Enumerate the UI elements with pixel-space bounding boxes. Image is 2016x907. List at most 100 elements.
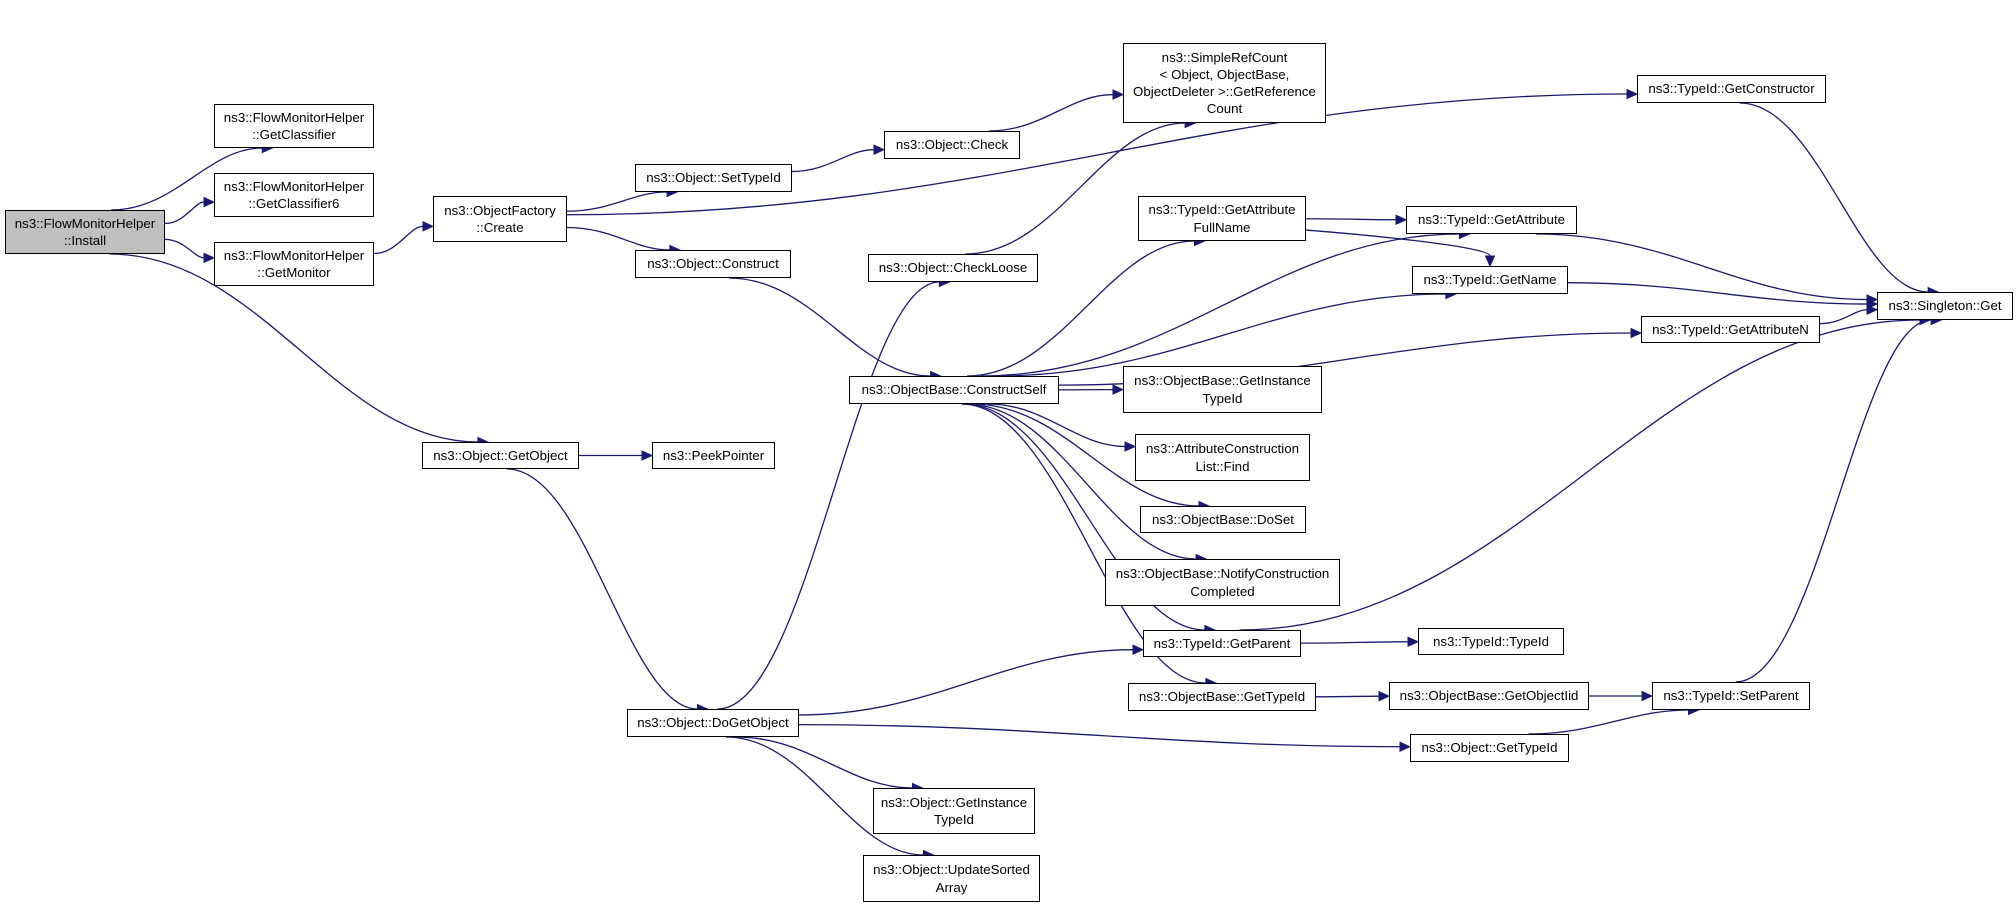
node-peekpointer[interactable]: ns3::PeekPointer (652, 442, 775, 469)
node-label-line: ns3::TypeId::GetName (1423, 272, 1557, 288)
node-getmonitor[interactable]: ns3::FlowMonitorHelper::GetMonitor (214, 242, 374, 286)
node-doset[interactable]: ns3::ObjectBase::DoSet (1140, 506, 1306, 533)
node-dogetobject[interactable]: ns3::Object::DoGetObject (627, 709, 799, 737)
node-construct[interactable]: ns3::Object::Construct (635, 250, 791, 278)
node-constructself[interactable]: ns3::ObjectBase::ConstructSelf (849, 376, 1059, 404)
node-label-line: ns3::Object::Check (895, 137, 1009, 153)
edge-install-to-getclassifier6 (164, 201, 205, 225)
edge-getparent-to-singleton-get (1239, 319, 1921, 631)
arrowhead (1124, 441, 1137, 452)
edge-constructself-to-attrconstruction-find (987, 403, 1126, 448)
node-getattributen[interactable]: ns3::TypeId::GetAttributeN (1641, 316, 1820, 343)
node-label-line: ns3::ObjectBase::GetObjectIid (1399, 688, 1579, 704)
arrowhead (1641, 690, 1654, 702)
node-label-line: ns3::Object::CheckLoose (878, 260, 1028, 276)
arrowhead (1630, 327, 1643, 339)
edge-setparent-to-singleton-get (1735, 319, 1932, 683)
edge-factory-create-to-construct (566, 226, 670, 251)
node-obj-gettypeid[interactable]: ns3::Object::GetTypeId (1410, 734, 1569, 762)
arrowhead (422, 221, 435, 232)
arrowhead (203, 196, 216, 208)
arrowhead (1112, 89, 1125, 100)
node-label-line: ns3::Object::GetInstance (880, 794, 1028, 810)
node-getobject[interactable]: ns3::Object::GetObject (422, 442, 579, 469)
node-label-line: ns3::Object::Construct (647, 256, 779, 272)
node-label-line: ns3::ObjectBase::ConstructSelf (861, 382, 1047, 398)
node-typeid-ctor[interactable]: ns3::TypeId::TypeId (1418, 628, 1564, 655)
node-label-line: ::GetClassifier6 (248, 196, 340, 211)
node-label-line: ns3::TypeId::GetAttribute (1417, 212, 1566, 228)
node-label-line: ns3::ObjectBase::NotifyConstruction (1115, 566, 1330, 582)
node-label-line: < Object, ObjectBase, (1159, 66, 1290, 82)
node-label-line: Array (935, 879, 968, 895)
arrowhead (203, 252, 216, 264)
edge-constructself-to-doset (971, 403, 1199, 507)
edge-constructself-to-notifyconstruction (965, 403, 1197, 560)
node-check[interactable]: ns3::Object::Check (884, 131, 1020, 159)
node-label-line: ns3::SimpleRefCount (1161, 49, 1288, 65)
arrowhead (873, 144, 886, 155)
node-label-line: ns3::PeekPointer (662, 447, 765, 463)
node-label-line: ns3::FlowMonitorHelper (223, 109, 365, 125)
node-label-line: ns3::TypeId::SetParent (1663, 688, 1799, 704)
node-getconstructor[interactable]: ns3::TypeId::GetConstructor (1637, 75, 1826, 103)
node-label-line: ns3::FlowMonitorHelper (14, 215, 156, 231)
node-label-line: ::GetClassifier (252, 127, 336, 142)
node-label-line: TypeId (1202, 390, 1243, 406)
edge-getname-to-singleton-get (1567, 282, 1868, 305)
edge-factory-create-to-settypeid (566, 191, 668, 212)
node-label-line: ns3::TypeId::GetParent (1153, 635, 1291, 651)
arrowhead (1132, 644, 1145, 655)
edge-dogetobject-to-obj-gettypeid (798, 724, 1401, 748)
node-label-line: ns3::Object::GetObject (433, 447, 568, 463)
node-label-line: Completed (1190, 583, 1255, 599)
node-getobjectiid[interactable]: ns3::ObjectBase::GetObjectIid (1389, 682, 1589, 710)
edge-ob-gettypeid-to-getobjectiid (1315, 695, 1380, 698)
node-settypeid[interactable]: ns3::Object::SetTypeId (635, 164, 792, 192)
node-getclassifier[interactable]: ns3::FlowMonitorHelper::GetClassifier (214, 104, 374, 148)
node-label-line: ::Create (476, 220, 524, 235)
edge-constructself-to-ob-gettypeid (961, 403, 1206, 684)
node-getname[interactable]: ns3::TypeId::GetName (1412, 266, 1568, 294)
node-label-line: ns3::ObjectFactory (444, 202, 556, 218)
node-label-line: ns3::TypeId::TypeId (1432, 633, 1550, 649)
node-label-line: ObjectDeleter >::GetReference (1133, 84, 1316, 99)
arrowhead (1112, 384, 1125, 395)
node-label-line: ::Install (63, 233, 107, 248)
node-install[interactable]: ns3::FlowMonitorHelper::Install (5, 210, 165, 254)
node-label-line: List::Find (1195, 458, 1250, 474)
edge-getconstructor-to-singleton-get (1739, 102, 1929, 293)
edge-settypeid-to-check (791, 149, 875, 173)
node-setparent[interactable]: ns3::TypeId::SetParent (1652, 682, 1810, 710)
edge-getmonitor-to-factory-create (373, 225, 424, 255)
node-label-line: TypeId (934, 812, 974, 827)
node-label-line: ns3::TypeId::GetConstructor (1648, 81, 1815, 97)
node-getclassifier6[interactable]: ns3::FlowMonitorHelper::GetClassifier6 (214, 173, 374, 217)
edge-getattributen-to-singleton-get (1819, 309, 1868, 325)
node-ob-gettypeid[interactable]: ns3::ObjectBase::GetTypeId (1128, 683, 1316, 711)
node-checkloose[interactable]: ns3::Object::CheckLoose (868, 254, 1038, 282)
arrowhead (1866, 304, 1879, 315)
node-getattribute[interactable]: ns3::TypeId::GetAttribute (1406, 206, 1577, 234)
node-label-line: ns3::Object::UpdateSorted (873, 862, 1030, 878)
node-factory-create[interactable]: ns3::ObjectFactory::Create (433, 196, 567, 242)
node-label-line: FullName (1193, 219, 1251, 235)
arrowhead (641, 450, 654, 461)
node-getparent[interactable]: ns3::TypeId::GetParent (1143, 630, 1301, 657)
arrowhead (1484, 255, 1496, 268)
node-singleton-get[interactable]: ns3::Singleton::Get (1877, 292, 2013, 320)
node-label-line: ns3::ObjectBase::GetInstance (1134, 373, 1311, 389)
node-label-line: ns3::Object::GetTypeId (1421, 740, 1558, 756)
edge-constructself-to-getattribute (980, 233, 1460, 377)
edge-getparent-to-typeid-ctor (1300, 641, 1409, 644)
edge-constructself-to-getname (994, 293, 1446, 377)
node-simplerefcount[interactable]: ns3::SimpleRefCount< Object, ObjectBase,… (1123, 43, 1326, 123)
edge-install-to-getclassifier (111, 147, 263, 211)
arrowhead (1378, 690, 1391, 702)
